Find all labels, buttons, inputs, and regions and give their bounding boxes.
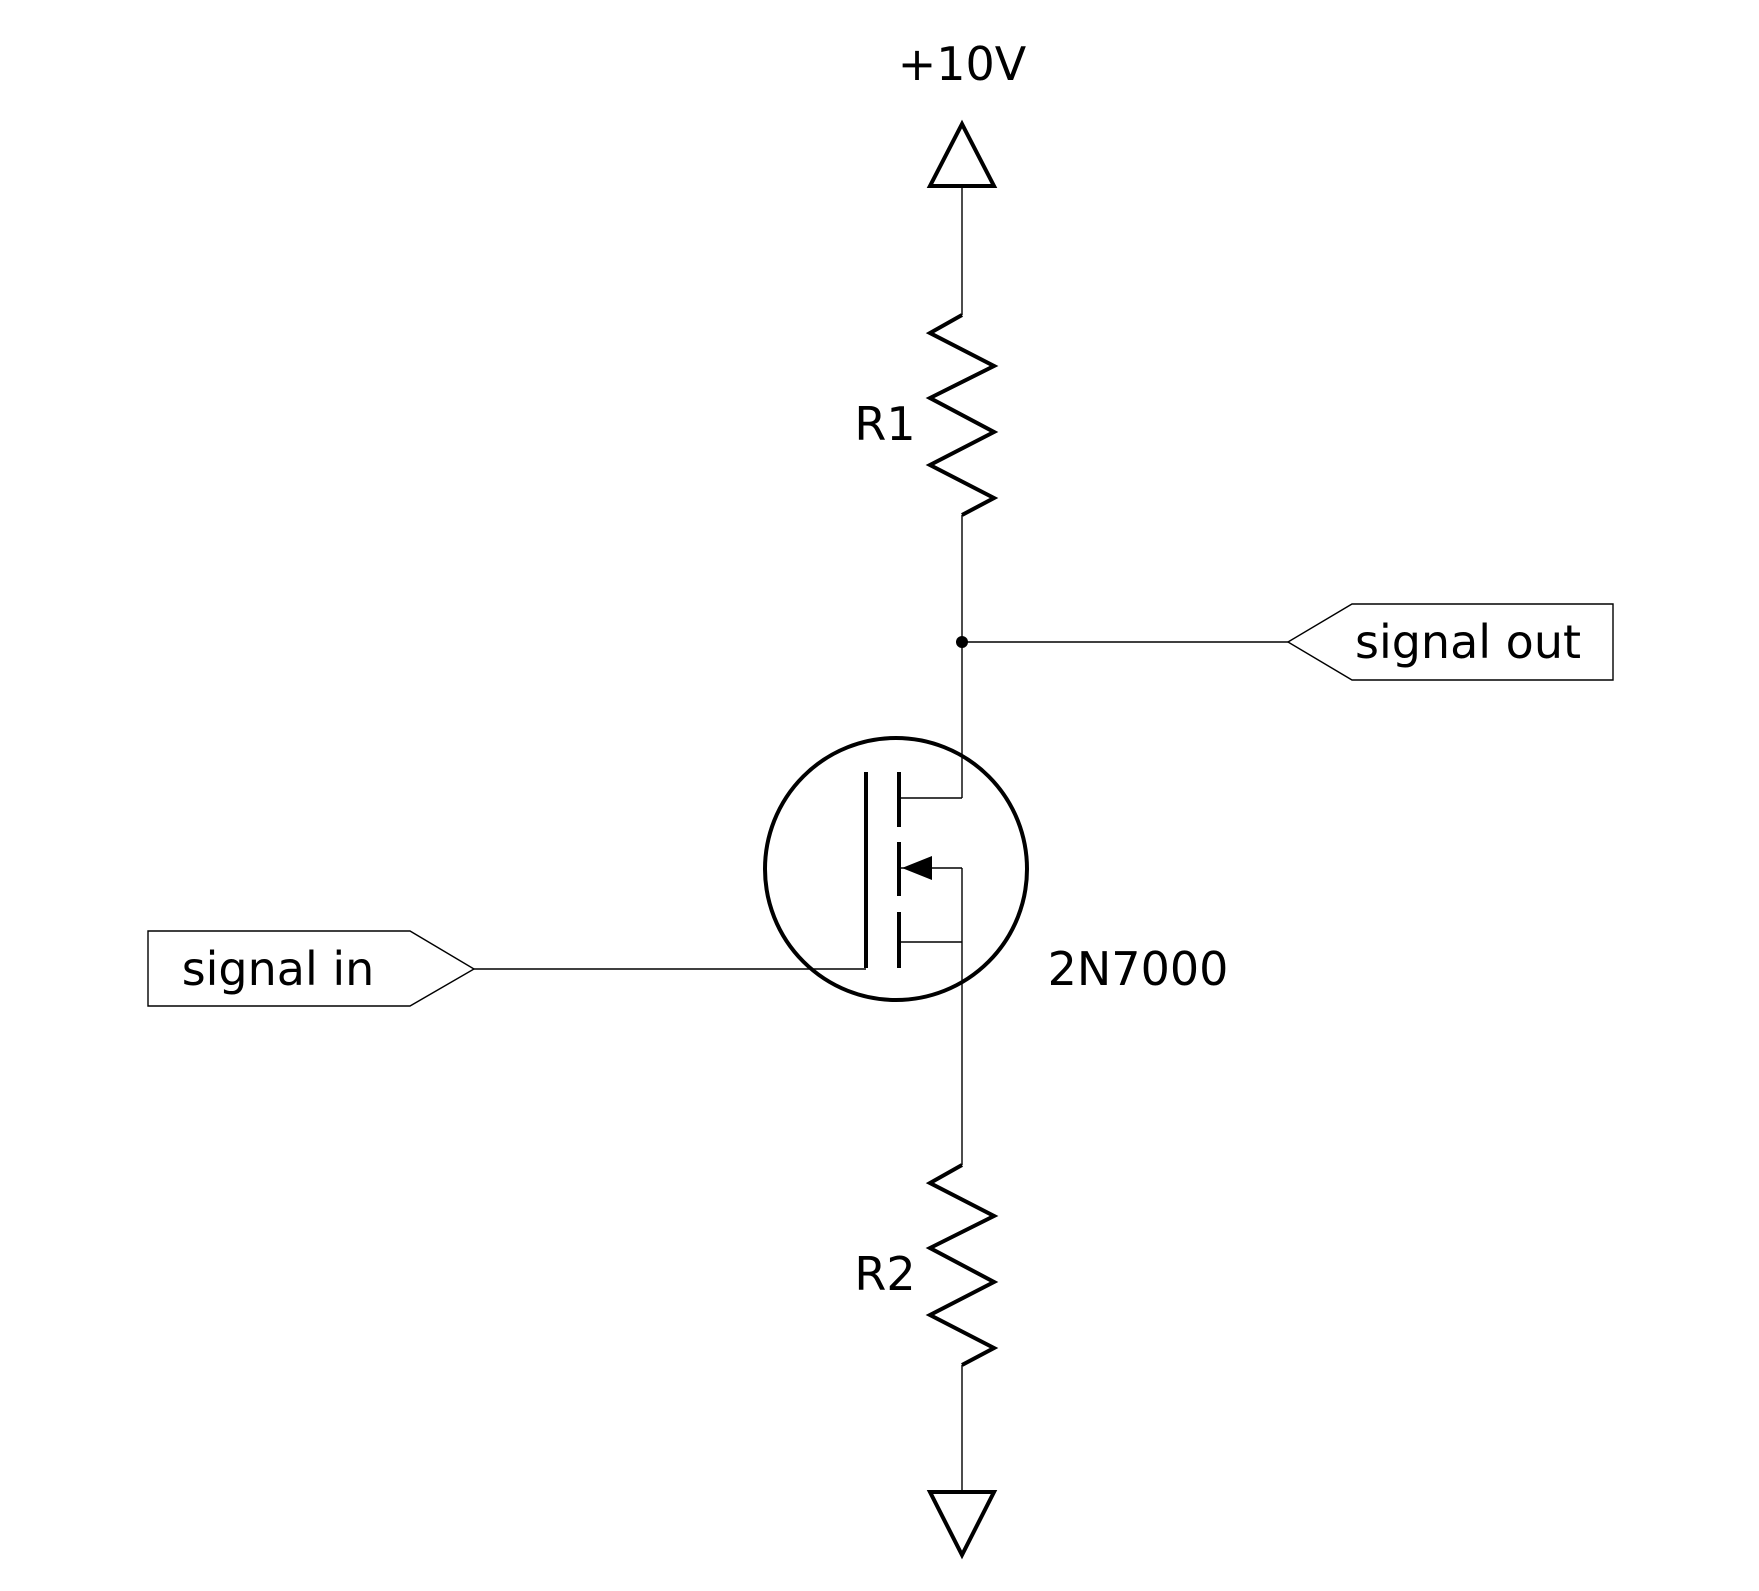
signal-out-label: signal out bbox=[1355, 615, 1581, 669]
resistor-r1-symbol bbox=[925, 313, 999, 517]
mosfet-arrow-icon bbox=[902, 856, 932, 880]
signal-in-port bbox=[147, 930, 476, 1007]
supply-arrow-icon bbox=[926, 119, 998, 188]
resistor-r1-label: R1 bbox=[854, 397, 915, 451]
signal-out-port bbox=[1286, 603, 1614, 681]
signal-in-label: signal in bbox=[182, 942, 375, 996]
resistor-r2-symbol bbox=[925, 1163, 999, 1367]
supply-voltage-label: +10V bbox=[898, 37, 1027, 91]
resistor-r2-label: R2 bbox=[854, 1247, 915, 1301]
ground-icon bbox=[926, 1490, 998, 1560]
mosfet-body bbox=[763, 736, 1029, 1002]
transistor-part-label: 2N7000 bbox=[1048, 942, 1229, 996]
